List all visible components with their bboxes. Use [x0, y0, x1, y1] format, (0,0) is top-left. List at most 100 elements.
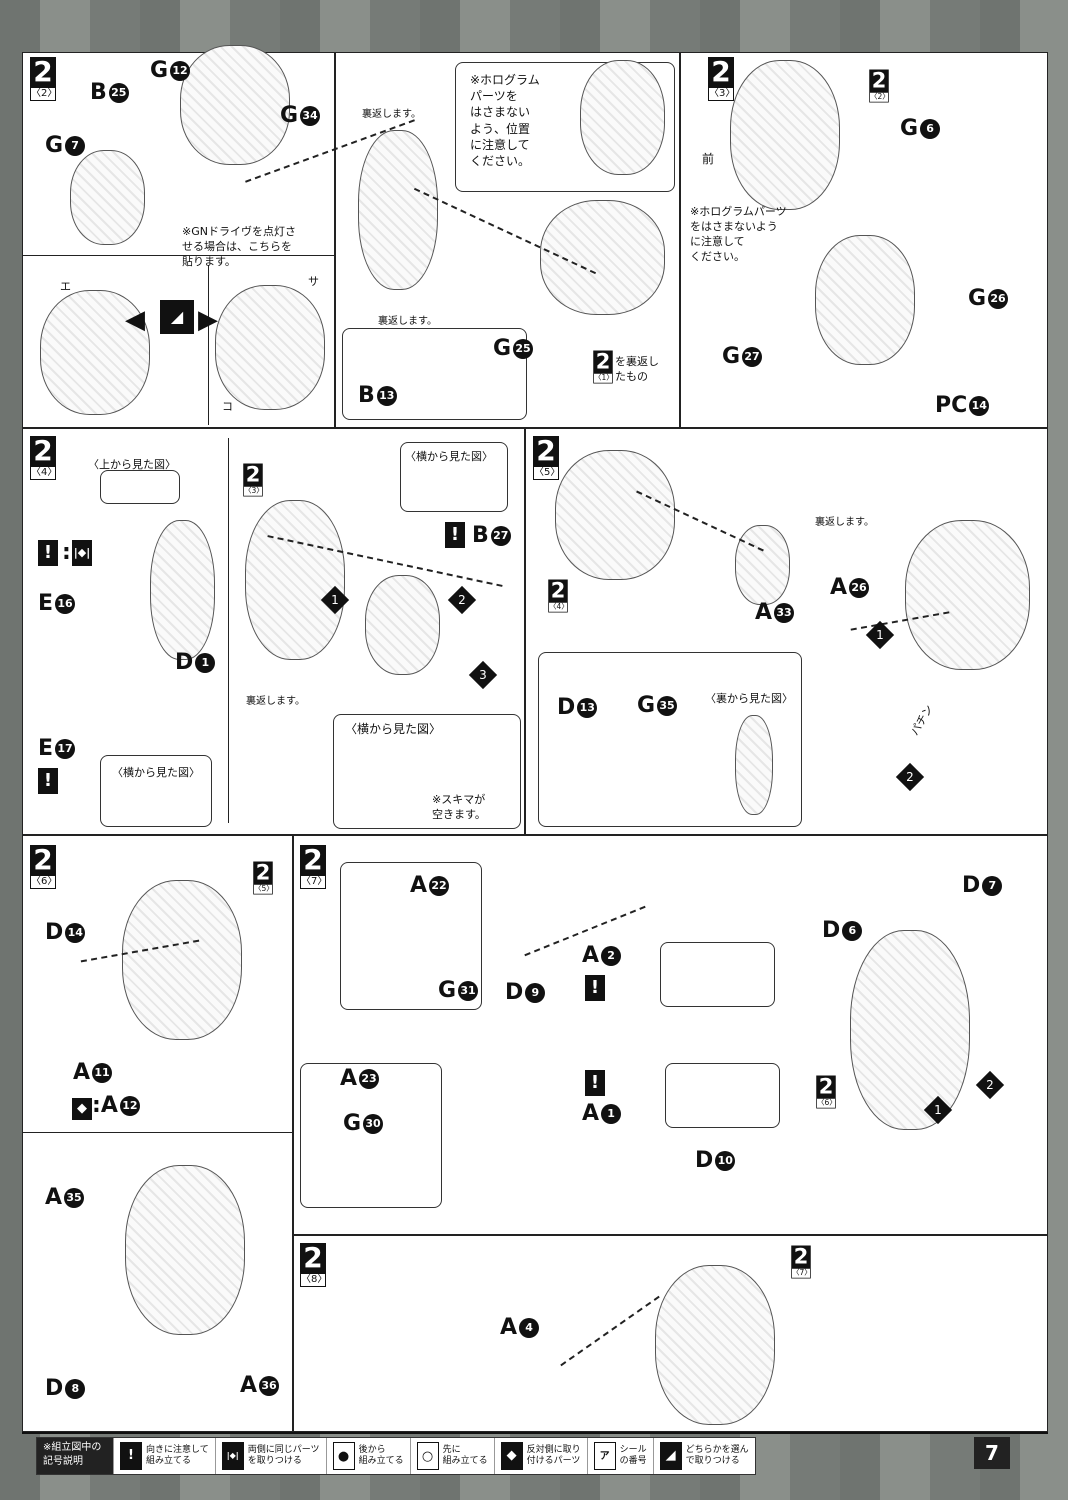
part-letter: A	[500, 1315, 518, 1340]
sticker-number-icon: ア	[593, 1442, 616, 1470]
part-letter: D	[45, 920, 64, 945]
step-substep: 〈6〉	[30, 875, 58, 889]
side-view-label: 〈横から見た図〉	[112, 766, 200, 779]
part-letter: G	[900, 116, 919, 141]
part-number: 12	[170, 61, 191, 81]
step-badge-2-4: 2〈4〉	[30, 436, 58, 480]
gap-note: ※スキマが 空きます。	[432, 793, 486, 821]
divider	[208, 265, 209, 425]
symbol-legend: ※組立図中の 記号説明 !向きに注意して 組み立てる |◆|両側に同じパーツ を…	[36, 1437, 756, 1475]
step-substep: 〈4〉	[548, 602, 569, 613]
callout-box	[100, 755, 212, 827]
part-number: 36	[259, 1376, 280, 1396]
callout-box	[660, 942, 775, 1007]
step-number: 2	[533, 436, 559, 466]
legend-text: 反対側に取り 付けるパーツ	[526, 1444, 581, 1466]
step-substep: 〈5〉	[253, 884, 274, 895]
part-letter: A	[755, 600, 773, 625]
part-letter: A	[73, 1060, 91, 1085]
colon: :	[62, 540, 71, 565]
step-number: 2	[869, 69, 889, 92]
part-number: 17	[55, 739, 76, 759]
divider	[228, 438, 229, 823]
part-illustration	[122, 880, 242, 1040]
part-number: 9	[525, 983, 546, 1003]
part-illustration	[580, 60, 665, 175]
part-letter: E	[38, 591, 54, 616]
caution-icon: !	[120, 1442, 142, 1470]
part-illustration	[125, 1165, 245, 1335]
caution-icon: !	[585, 1070, 605, 1096]
part-letter: G	[150, 58, 169, 83]
legend-text: 両側に同じパーツ を取りつける	[247, 1444, 320, 1466]
legend-item: !向きに注意して 組み立てる	[113, 1438, 215, 1474]
step-badge-2-2: 2〈2〉	[30, 57, 57, 101]
both-sides-icon: |◆|	[72, 540, 92, 566]
part-letter: A	[410, 873, 428, 898]
step-substep: 〈7〉	[300, 875, 328, 889]
opposite-side-icon: ◆	[500, 1442, 523, 1470]
part-number: 26	[849, 578, 870, 598]
part-letter: G	[343, 1111, 362, 1136]
part-number: 13	[376, 386, 397, 406]
assemble-later-icon: ●	[332, 1442, 355, 1470]
step-badge-2-7: 2〈7〉	[300, 845, 328, 889]
part-number: 14	[65, 923, 86, 943]
part-illustration	[358, 130, 438, 290]
sticker-e: エ	[60, 280, 71, 293]
legend-text: 後から 組み立てる	[358, 1444, 404, 1466]
part-letter: A	[340, 1066, 358, 1091]
part-letter: D	[557, 695, 576, 720]
order-marker: 1	[923, 1095, 953, 1125]
front-label: 前	[702, 152, 715, 166]
part-number: 12	[119, 1096, 140, 1116]
part-letter: G	[722, 344, 741, 369]
part-number: 16	[55, 594, 76, 614]
caution-icon: !	[585, 975, 605, 1001]
right-arrow-icon: ▶	[198, 305, 218, 335]
legend-text: 向きに注意して 組み立てる	[146, 1444, 209, 1466]
part-illustration	[850, 930, 970, 1130]
legend-item: ○先に 組み立てる	[409, 1438, 494, 1474]
step-substep: 〈3〉	[708, 87, 736, 101]
order-marker: 3	[468, 660, 498, 690]
page-number: 7	[974, 1437, 1010, 1469]
divider	[22, 1132, 293, 1133]
flip-note: 裏返します。	[362, 109, 421, 120]
colon: :	[92, 1093, 101, 1118]
legend-text: 先に 組み立てる	[442, 1444, 488, 1466]
part-number: 34	[300, 106, 321, 126]
part-number: 22	[429, 876, 450, 896]
step-number: 2	[593, 350, 613, 373]
part-number: 13	[577, 698, 598, 718]
legend-item: ◢どちらかを選ん で取りつける	[652, 1438, 755, 1474]
callout-box	[665, 1063, 780, 1128]
part-letter: A	[582, 1101, 600, 1126]
step-substep: 〈8〉	[300, 1273, 328, 1287]
step-substep: 〈4〉	[30, 466, 58, 480]
step-number: 2	[30, 845, 56, 875]
part-number: 35	[657, 696, 678, 716]
back-view-label: 〈裏から見た図〉	[705, 692, 793, 705]
gn-drive-note: ※GNドライヴを点灯さ せる場合は、こちらを 貼ります。	[182, 225, 296, 268]
ref-badge-2-4: 2〈4〉	[548, 579, 569, 613]
ref-badge-2-1: 2〈1〉	[593, 350, 614, 384]
step-number: 2	[816, 1075, 836, 1098]
part-illustration	[735, 525, 790, 605]
legend-item: ●後から 組み立てる	[325, 1438, 410, 1474]
